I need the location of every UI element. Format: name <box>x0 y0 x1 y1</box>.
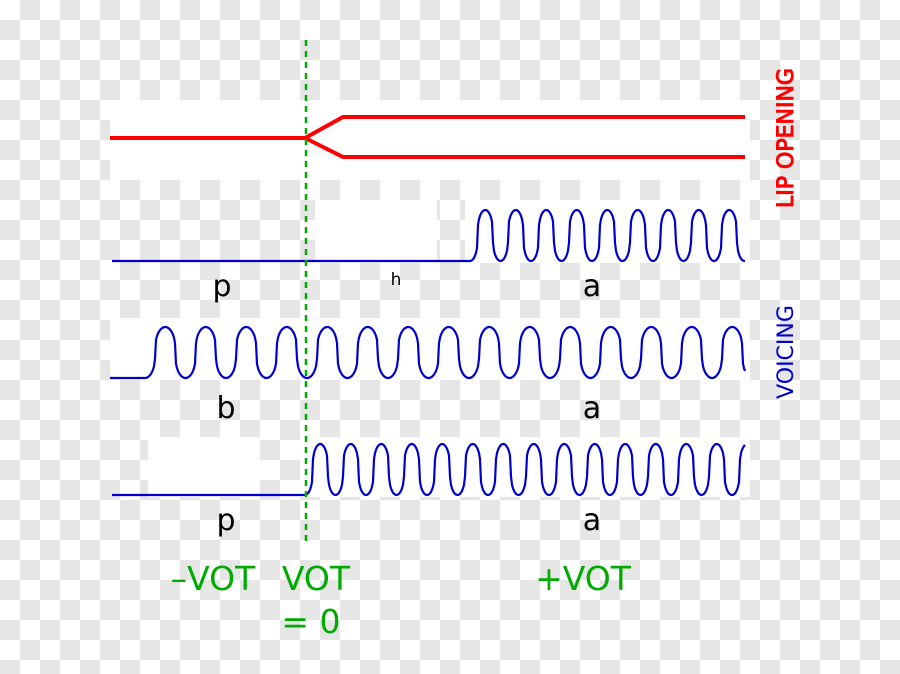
phone-a-aspirated: a <box>583 269 601 304</box>
vot-zero-label-line2: = 0 <box>281 602 340 641</box>
voicing-wave-aspirated <box>112 208 745 263</box>
phone-h-aspiration: h <box>391 270 402 290</box>
panel-row-voiced <box>110 318 750 380</box>
vot-zero-label-line1: VOT <box>282 559 351 598</box>
voicing-wave-voiced <box>110 325 747 380</box>
lip-lower-line <box>304 136 745 159</box>
lip-opening-lines <box>110 115 745 159</box>
panel-row-unaspirated-left <box>148 437 260 497</box>
voicing-label: VOICING <box>774 305 799 399</box>
pos-vot-label: +VOT <box>535 559 632 598</box>
phone-a-unaspirated: a <box>583 503 601 538</box>
voicing-waveforms <box>110 208 747 497</box>
panel-row-aspirated <box>315 200 437 263</box>
neg-vot-label: –VOT <box>171 559 256 598</box>
phone-p-unaspirated: p <box>216 503 235 538</box>
voicing-wave-unaspirated <box>112 442 746 497</box>
phone-b-voiced: b <box>216 391 235 426</box>
lip-opening-label: LIP OPENING <box>774 68 799 208</box>
phone-p-aspirated: p <box>212 269 231 304</box>
lip-upper-line <box>304 115 745 140</box>
phone-a-voiced: a <box>583 391 601 426</box>
